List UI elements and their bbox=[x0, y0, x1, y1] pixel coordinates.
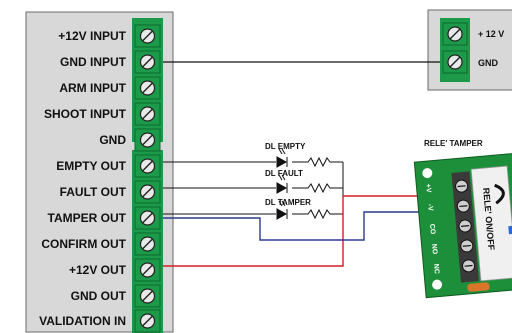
terminal-label: ARM INPUT bbox=[59, 81, 126, 95]
terminal-label: GND INPUT bbox=[60, 55, 127, 69]
power-label-12v: + 12 V bbox=[478, 29, 504, 39]
screw-slot bbox=[142, 315, 153, 327]
red-wires bbox=[163, 195, 426, 267]
relay-pin-label: NO bbox=[430, 244, 438, 256]
terminal-label: GND OUT bbox=[71, 289, 127, 303]
relay-title: RELE' TAMPER bbox=[424, 139, 483, 148]
led-symbols bbox=[276, 148, 288, 220]
led-label-fault: DL FAULT bbox=[265, 169, 303, 178]
terminal-label: VALIDATION IN bbox=[39, 314, 126, 328]
screw-slot bbox=[461, 225, 470, 227]
led-label-empty: DL EMPTY bbox=[265, 142, 306, 151]
screw-slot bbox=[142, 264, 153, 276]
screw-slot bbox=[142, 56, 153, 68]
screw-slot bbox=[457, 185, 466, 188]
relay-pin-label: -V bbox=[426, 204, 434, 212]
screw-slot bbox=[464, 264, 473, 267]
screw-slot bbox=[459, 205, 468, 208]
terminal-label: +12V OUT bbox=[69, 263, 127, 277]
blue-wire bbox=[163, 211, 426, 241]
screw-slot bbox=[449, 56, 461, 68]
screw-slot bbox=[142, 186, 153, 198]
terminal-label: GND bbox=[99, 133, 126, 147]
power-label-gnd: GND bbox=[478, 58, 499, 68]
screw-slot bbox=[142, 108, 153, 120]
screw-slot bbox=[462, 244, 471, 247]
screw-slot bbox=[449, 28, 461, 40]
screw-slot bbox=[142, 238, 153, 250]
led-wiring bbox=[163, 156, 344, 220]
screw-slot bbox=[142, 290, 153, 302]
relay-pin-label: +V bbox=[424, 184, 432, 194]
screw-slot bbox=[142, 160, 153, 172]
terminal-label: TAMPER OUT bbox=[48, 211, 127, 225]
screw-slot bbox=[142, 82, 153, 94]
terminal-label: +12V INPUT bbox=[58, 29, 126, 43]
screw-slot bbox=[142, 212, 153, 224]
screw-slot bbox=[142, 134, 153, 146]
screw-slot bbox=[142, 30, 153, 42]
led-label-tamper: DL TAMPER bbox=[265, 198, 311, 207]
terminal-label: FAULT OUT bbox=[60, 185, 127, 199]
relay-module bbox=[413, 152, 512, 299]
terminal-label: EMPTY OUT bbox=[56, 159, 126, 173]
terminal-label: CONFIRM OUT bbox=[41, 237, 126, 251]
terminal-label: SHOOT INPUT bbox=[44, 107, 127, 121]
relay-pin-label: NC bbox=[432, 264, 440, 275]
relay-pin-label: CO bbox=[428, 224, 436, 236]
